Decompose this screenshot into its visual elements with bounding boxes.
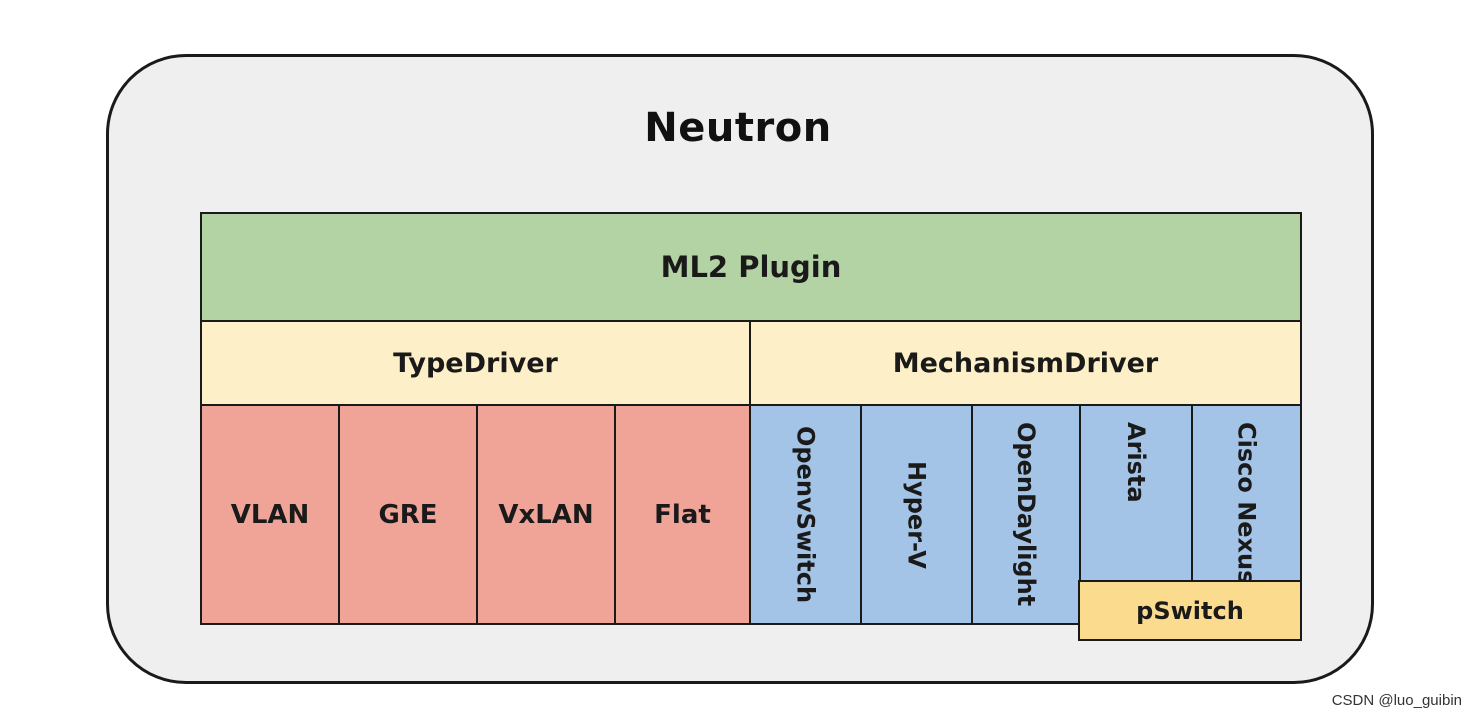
type-driver-gre: GRE [338, 404, 478, 625]
pswitch-box: pSwitch [1078, 580, 1302, 641]
type-driver-item-label: GRE [378, 499, 438, 530]
mechanism-driver-cisco-nexus: Cisco Nexus [1191, 404, 1302, 585]
mechanism-driver-hyper-v: Hyper-V [860, 404, 973, 625]
type-driver-item-label: VLAN [230, 499, 310, 530]
typedriver-label: TypeDriver [393, 347, 558, 379]
neutron-title: Neutron [644, 105, 832, 151]
type-driver-item-label: VxLAN [498, 499, 594, 530]
type-driver-vlan: VLAN [200, 404, 340, 625]
ml2-plugin-label: ML2 Plugin [660, 250, 842, 284]
mechanism-driver-arista: Arista [1079, 404, 1193, 582]
type-driver-flat: Flat [614, 404, 751, 625]
mechanism-driver-item-label: Hyper-V [902, 460, 931, 569]
mechanism-driver-openvswitch: OpenvSwitch [749, 404, 862, 625]
mechanismdriver-box: MechanismDriver [749, 320, 1302, 406]
mechanism-driver-opendaylight: OpenDaylight [971, 404, 1081, 625]
watermark: CSDN @luo_guibin [1331, 692, 1462, 709]
mechanism-driver-item-label: Arista [1122, 422, 1150, 503]
mechanismdriver-label: MechanismDriver [892, 347, 1159, 379]
type-driver-vxlan: VxLAN [476, 404, 616, 625]
mechanism-driver-item-label: OpenvSwitch [791, 425, 820, 604]
pswitch-label: pSwitch [1136, 596, 1244, 625]
ml2-plugin-box: ML2 Plugin [200, 212, 1302, 322]
type-driver-item-label: Flat [654, 499, 711, 530]
typedriver-box: TypeDriver [200, 320, 751, 406]
mechanism-driver-item-label: OpenDaylight [1012, 422, 1040, 607]
mechanism-driver-item-label: Cisco Nexus [1232, 422, 1261, 585]
